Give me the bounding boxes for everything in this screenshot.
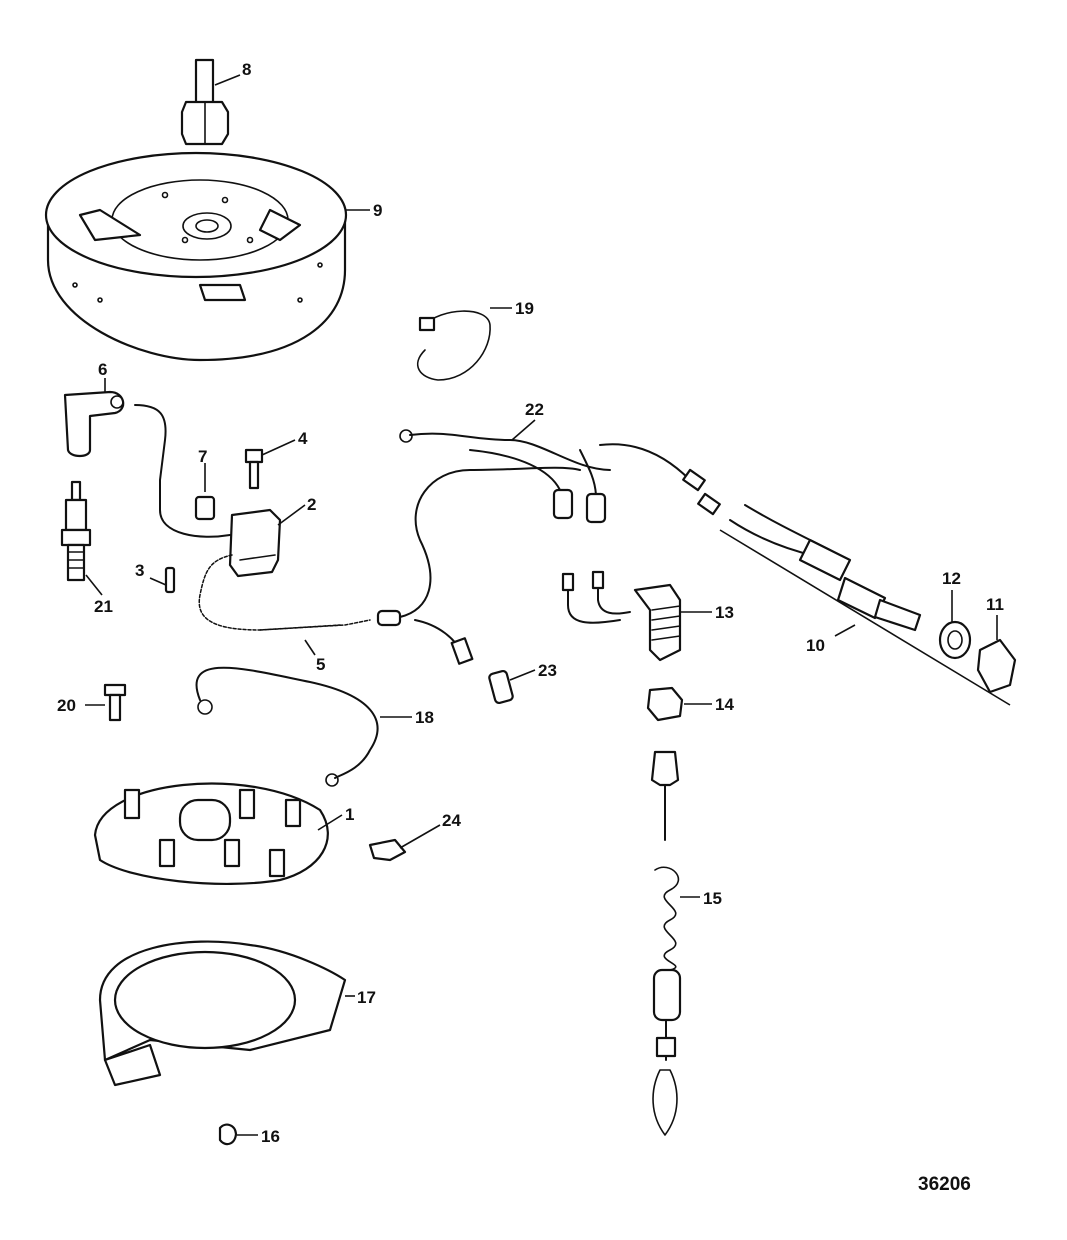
part-17-trigger-plate bbox=[98, 940, 347, 1087]
callout-17: 17 bbox=[345, 988, 376, 1007]
svg-text:20: 20 bbox=[57, 696, 76, 715]
part-21-spark-plug bbox=[60, 480, 92, 582]
svg-text:17: 17 bbox=[357, 988, 376, 1007]
part-23-connector bbox=[488, 669, 514, 705]
part-11-nut bbox=[976, 638, 1017, 694]
svg-text:8: 8 bbox=[242, 60, 251, 79]
callout-2: 2 bbox=[277, 495, 316, 526]
part-15-lanyard bbox=[650, 750, 682, 1136]
part-7-bushing bbox=[194, 495, 216, 521]
svg-text:16: 16 bbox=[261, 1127, 280, 1146]
callout-5: 5 bbox=[304, 639, 325, 674]
part-13-stop-switch bbox=[561, 570, 682, 662]
part-14-nut bbox=[646, 686, 684, 722]
svg-text:1: 1 bbox=[345, 805, 354, 824]
svg-text:15: 15 bbox=[703, 889, 722, 908]
callout-23: 23 bbox=[509, 661, 557, 681]
svg-text:22: 22 bbox=[525, 400, 544, 419]
part-4-screw bbox=[244, 448, 264, 490]
callout-12: 12 bbox=[942, 569, 961, 622]
part-24-clamp bbox=[368, 838, 407, 862]
svg-text:2: 2 bbox=[307, 495, 316, 514]
svg-text:9: 9 bbox=[373, 201, 382, 220]
callout-19: 19 bbox=[490, 299, 534, 318]
svg-text:7: 7 bbox=[198, 447, 207, 466]
svg-text:6: 6 bbox=[98, 360, 107, 379]
callout-8: 8 bbox=[214, 60, 251, 86]
callout-9: 9 bbox=[345, 201, 382, 220]
svg-text:10: 10 bbox=[806, 636, 825, 655]
callout-16: 16 bbox=[237, 1127, 280, 1146]
svg-text:23: 23 bbox=[538, 661, 557, 680]
part-9-flywheel bbox=[44, 151, 348, 362]
callout-6: 6 bbox=[98, 360, 107, 392]
callout-1: 1 bbox=[317, 805, 354, 831]
svg-text:24: 24 bbox=[442, 811, 461, 830]
part-6-spark-plug-cap bbox=[63, 390, 231, 538]
callout-10: 10 bbox=[806, 624, 856, 655]
part-5-stop-wire bbox=[259, 609, 402, 631]
part-10-stop-switch-assembly bbox=[719, 504, 1011, 706]
figure-number: 36206 bbox=[918, 1174, 971, 1195]
svg-text:21: 21 bbox=[94, 597, 113, 616]
callout-18: 18 bbox=[380, 708, 434, 727]
callout-14: 14 bbox=[684, 695, 734, 714]
callout-4: 4 bbox=[261, 429, 308, 456]
callout-24: 24 bbox=[399, 811, 461, 849]
callout-15: 15 bbox=[680, 889, 722, 908]
callout-7: 7 bbox=[198, 447, 207, 492]
svg-text:14: 14 bbox=[715, 695, 734, 714]
callout-13: 13 bbox=[680, 603, 734, 622]
part-19-clip bbox=[416, 310, 491, 381]
svg-text:12: 12 bbox=[942, 569, 961, 588]
callout-22: 22 bbox=[511, 400, 544, 441]
callout-11: 11 bbox=[986, 595, 1004, 640]
svg-text:19: 19 bbox=[515, 299, 534, 318]
part-20-screw bbox=[103, 683, 127, 722]
svg-text:5: 5 bbox=[316, 655, 325, 674]
svg-text:4: 4 bbox=[298, 429, 308, 448]
svg-text:18: 18 bbox=[415, 708, 434, 727]
svg-text:11: 11 bbox=[986, 595, 1004, 614]
callout-20: 20 bbox=[57, 696, 105, 715]
svg-text:13: 13 bbox=[715, 603, 734, 622]
part-18-ground-wire bbox=[195, 666, 379, 787]
part-16-key bbox=[218, 1123, 238, 1146]
part-2-ignition-coil bbox=[198, 508, 341, 631]
callout-21: 21 bbox=[85, 574, 113, 616]
part-22-wiring-harness bbox=[399, 429, 721, 665]
part-1-stator bbox=[93, 782, 329, 886]
part-12-washer bbox=[938, 620, 972, 660]
part-3-pin bbox=[164, 566, 176, 594]
callout-3: 3 bbox=[135, 561, 167, 586]
part-8-flywheel-nut-bolt bbox=[180, 58, 230, 146]
svg-text:3: 3 bbox=[135, 561, 144, 580]
